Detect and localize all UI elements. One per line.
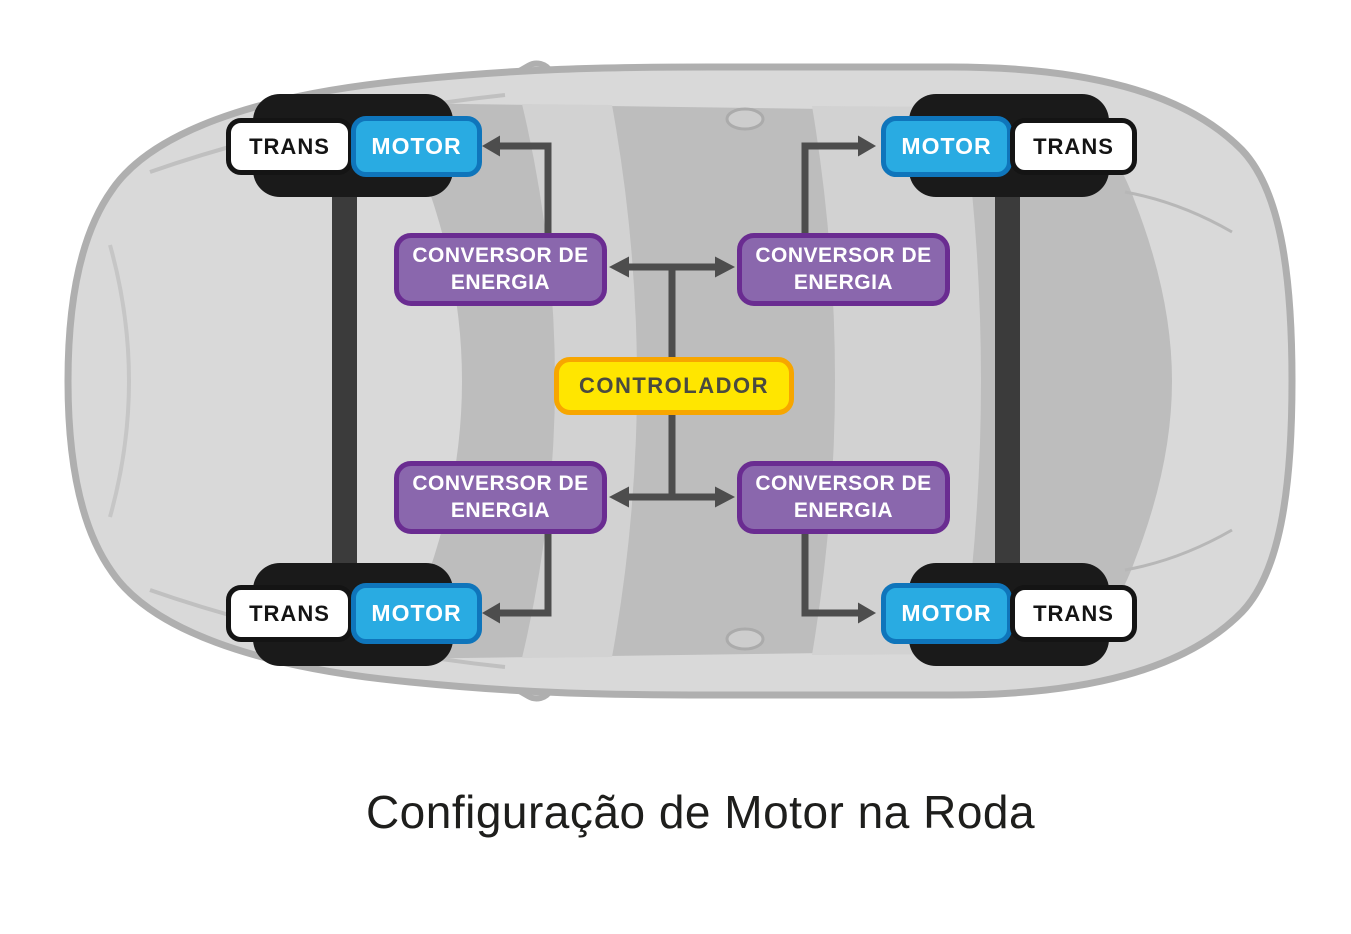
motor-label-front-right: MOTOR [881, 116, 1012, 177]
motor-label-rear-right: MOTOR [881, 583, 1012, 644]
converter-label-line2: ENERGIA [793, 498, 894, 522]
converter-front-right: CONVERSOR DE ENERGIA [737, 233, 950, 306]
axle-front [332, 185, 357, 575]
arrow-converterFL-to-motorFL [500, 142, 552, 233]
converter-rear-right: CONVERSOR DE ENERGIA [737, 461, 950, 534]
arrowhead-rear-right [715, 486, 735, 508]
converter-label-line2: ENERGIA [450, 270, 551, 294]
front-bumper-line [108, 244, 131, 518]
motor-label-rear-left: MOTOR [351, 583, 482, 644]
arrowhead-motorFL [482, 135, 500, 157]
arrowhead-front-right [715, 256, 735, 278]
converter-label-line1: CONVERSOR DE [755, 472, 932, 496]
motor-label-front-left: MOTOR [351, 116, 482, 177]
converter-label-line1: CONVERSOR DE [412, 244, 589, 268]
axle-rear [995, 185, 1020, 575]
roof-detail-oval-top [725, 107, 765, 131]
roof-detail-oval-bottom [725, 627, 765, 651]
diagram-title: Configuração de Motor na Roda [365, 786, 1036, 838]
arrowhead-motorFR [858, 135, 876, 157]
converter-label-line2: ENERGIA [450, 498, 551, 522]
arrowhead-front-left [609, 256, 629, 278]
converter-label-line2: ENERGIA [793, 270, 894, 294]
converter-label-line1: CONVERSOR DE [412, 472, 589, 496]
trans-label-rear-left: TRANS [226, 585, 353, 642]
trunk-crease-top [1124, 190, 1233, 234]
arrow-converterFR-to-motorFR [801, 142, 858, 233]
trans-label-front-right: TRANS [1010, 118, 1137, 175]
trunk-crease-bottom [1124, 528, 1233, 572]
arrowhead-rear-left [609, 486, 629, 508]
arrow-converterRR-to-motorRR [801, 534, 858, 617]
converter-front-left: CONVERSOR DE ENERGIA [394, 233, 607, 306]
converter-rear-left: CONVERSOR DE ENERGIA [394, 461, 607, 534]
converter-label-line1: CONVERSOR DE [755, 244, 932, 268]
controller-box: CONTROLADOR [554, 357, 794, 415]
arrowhead-motorRL [482, 602, 500, 624]
trans-label-front-left: TRANS [226, 118, 353, 175]
trans-label-rear-right: TRANS [1010, 585, 1137, 642]
arrowhead-motorRR [858, 602, 876, 624]
arrow-converterRL-to-motorRL [500, 534, 552, 617]
